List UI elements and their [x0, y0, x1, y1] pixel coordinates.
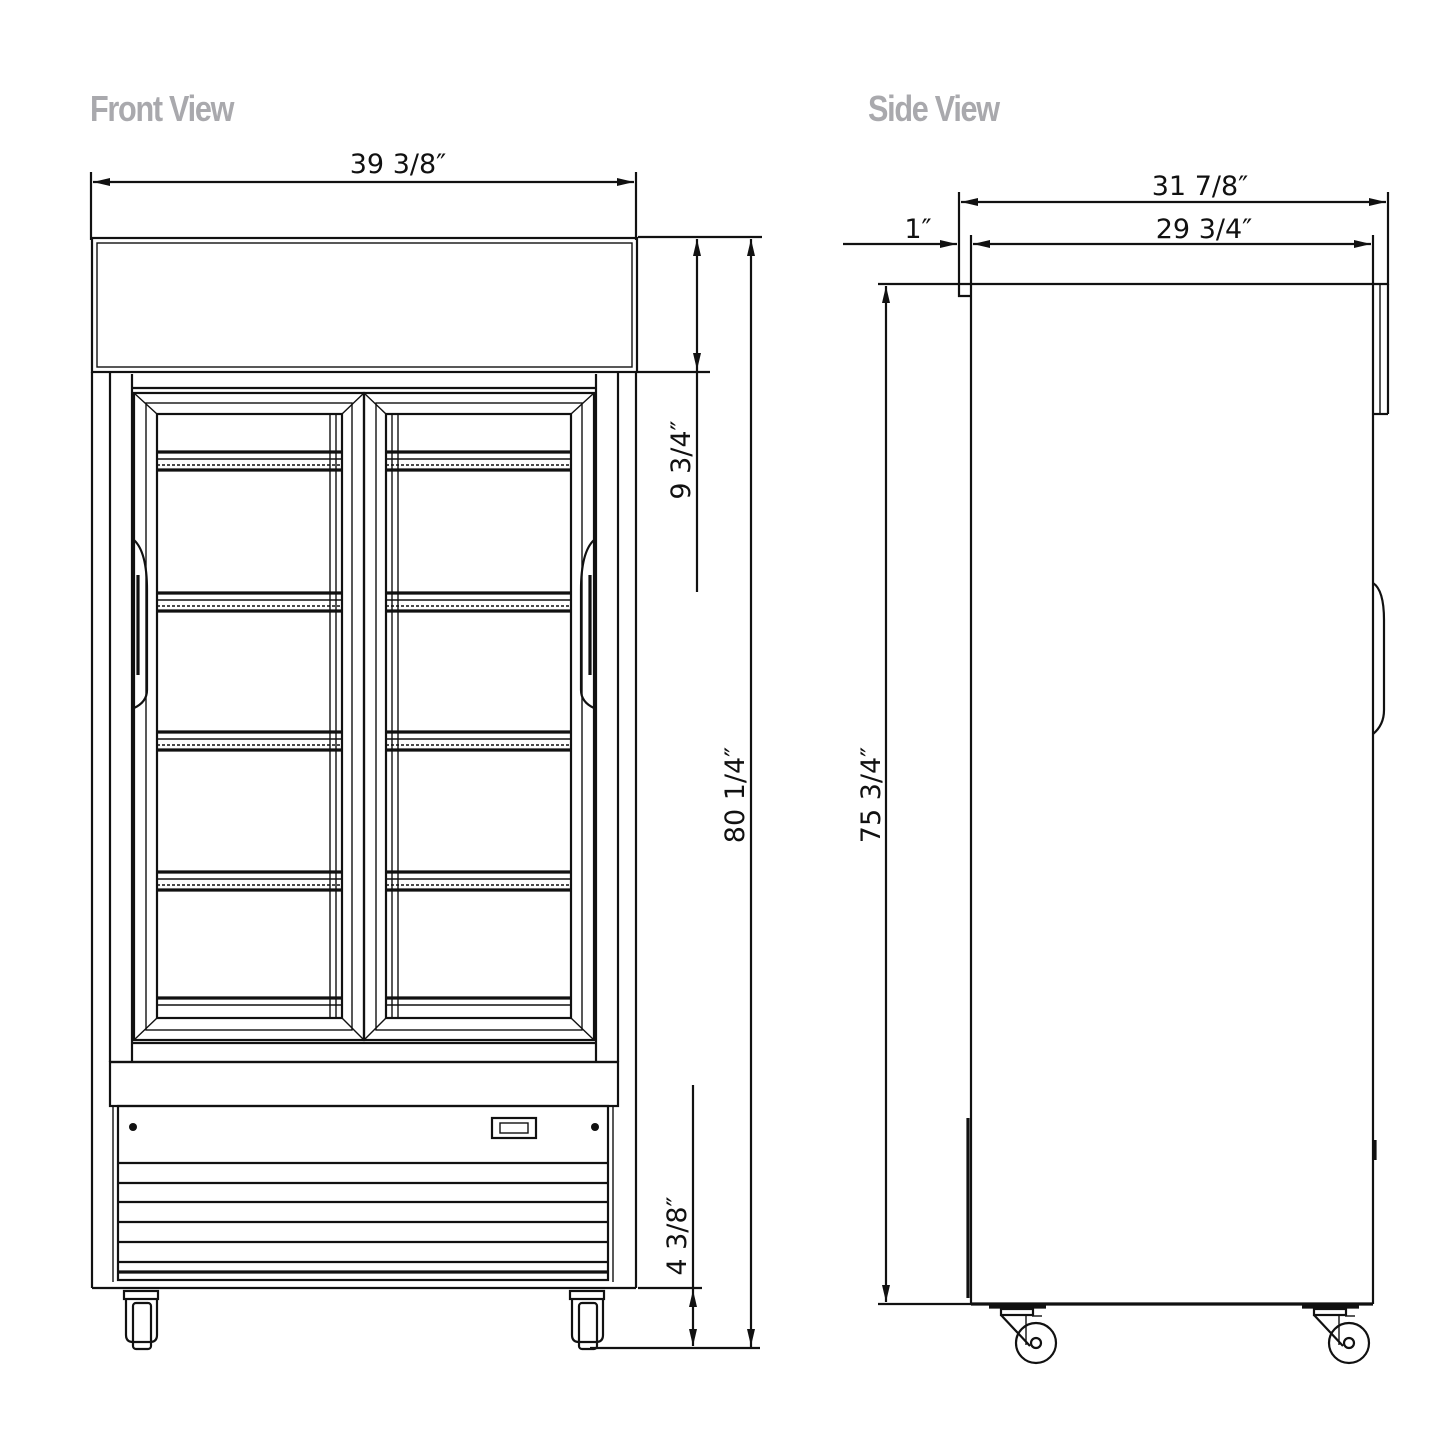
front-width-label: 39 3/8″ — [350, 149, 446, 180]
front-width-dimension: 39 3/8″ — [89, 149, 638, 240]
shelf-right-3 — [384, 730, 574, 752]
shelf-right-1 — [384, 450, 574, 472]
screw-icon — [591, 1123, 599, 1131]
caster-height-dimension: 4 3/8″ — [638, 1085, 702, 1346]
side-door-handle — [1372, 582, 1386, 735]
front-view-drawing: 39 3/8″ — [89, 149, 762, 1351]
side-view-title: Side View — [868, 88, 1000, 129]
caster-height-label: 4 3/8″ — [662, 1196, 693, 1275]
side-body-depth-dimension: 1″ 29 3/4″ — [843, 214, 1375, 285]
side-overall-depth-dimension: 31 7/8″ — [957, 171, 1390, 285]
side-body-height-label: 75 3/4″ — [856, 747, 887, 843]
shelf-right-4 — [384, 870, 574, 892]
left-door-handle — [133, 539, 149, 709]
front-caster-right — [568, 1289, 606, 1351]
front-view-title: Front View — [90, 88, 234, 129]
shelf-right-2 — [384, 591, 574, 613]
side-caster-front — [989, 1305, 1058, 1365]
right-door-handle — [579, 539, 595, 709]
shelf-left-2 — [155, 591, 345, 613]
side-view-drawing: 31 7/8″ 1″ 29 3/4″ — [843, 171, 1390, 1365]
left-sliding-door — [132, 391, 366, 1042]
side-body-height-dimension: 75 3/4″ — [856, 286, 890, 1302]
right-sliding-door — [362, 391, 596, 1042]
front-caster-left — [122, 1289, 160, 1351]
temperature-controller — [490, 1116, 538, 1140]
side-body-depth-label: 29 3/4″ — [1156, 214, 1252, 245]
shelf-left-1 — [155, 450, 345, 472]
side-door-offset-label: 1″ — [904, 214, 931, 245]
overall-height-label: 80 1/4″ — [720, 747, 751, 843]
compressor-grille — [92, 1060, 636, 1290]
canopy-height-label: 9 3/4″ — [666, 420, 697, 499]
screw-icon — [129, 1123, 137, 1131]
canopy-height-dimension: 9 3/4″ — [638, 235, 762, 592]
side-cabinet-body — [878, 282, 1390, 1306]
overall-height-dimension: 80 1/4″ — [590, 239, 760, 1350]
shelf-left-3 — [155, 730, 345, 752]
side-caster-rear — [1302, 1305, 1371, 1365]
side-overall-depth-label: 31 7/8″ — [1152, 171, 1248, 202]
shelf-left-4 — [155, 870, 345, 892]
canopy-header — [90, 236, 639, 374]
